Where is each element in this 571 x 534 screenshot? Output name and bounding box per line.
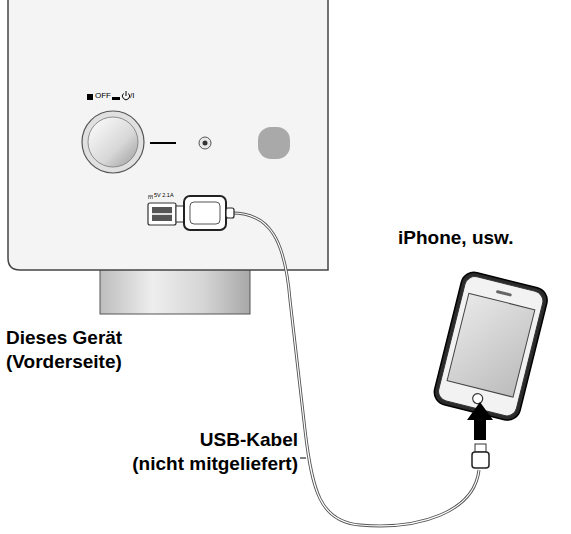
off-mark bbox=[87, 94, 93, 100]
phone-plug bbox=[472, 444, 489, 468]
switch-label: /I bbox=[130, 91, 134, 101]
port-opening bbox=[152, 207, 172, 221]
leader-line bbox=[300, 458, 306, 459]
dc-symbol bbox=[148, 198, 153, 199]
on-mark bbox=[112, 97, 120, 100]
plug-grip bbox=[190, 202, 220, 224]
power-knob bbox=[82, 111, 144, 173]
device-stand bbox=[100, 268, 250, 314]
cable-caption: USB-Kabel (nicht mitgeliefert) bbox=[132, 428, 298, 476]
power-bar bbox=[126, 91, 127, 96]
sensor-window bbox=[258, 127, 290, 159]
dc-symbol bbox=[148, 196, 153, 197]
knob-ring bbox=[82, 111, 144, 173]
usb-port bbox=[148, 196, 176, 225]
plug-strain-relief bbox=[226, 208, 234, 218]
plug-tip bbox=[475, 444, 486, 452]
plug-body bbox=[472, 452, 489, 468]
phone-screen bbox=[447, 293, 535, 397]
home-button bbox=[472, 393, 484, 405]
power-symbol bbox=[122, 91, 129, 100]
device-panel bbox=[8, 0, 328, 270]
port-frame bbox=[148, 203, 176, 225]
usb-plug bbox=[176, 196, 234, 230]
iphone bbox=[432, 270, 550, 423]
phone-body bbox=[432, 270, 550, 423]
phone-speaker bbox=[496, 290, 512, 297]
knob-face bbox=[88, 117, 138, 167]
rating-label: 5V 2.1A bbox=[154, 192, 174, 199]
indicator-line bbox=[150, 142, 176, 144]
indicator-dot bbox=[203, 141, 208, 146]
port-tongue bbox=[152, 213, 172, 215]
phone-bezel bbox=[436, 274, 545, 418]
plug-body bbox=[184, 196, 226, 230]
phone-caption: iPhone, usw. bbox=[398, 226, 513, 250]
indicator-ring bbox=[199, 137, 211, 149]
switch-label: OFF bbox=[95, 91, 111, 101]
device-caption: Dieses Gerät (Vorderseite) bbox=[6, 326, 122, 374]
insert-arrow bbox=[467, 402, 493, 440]
